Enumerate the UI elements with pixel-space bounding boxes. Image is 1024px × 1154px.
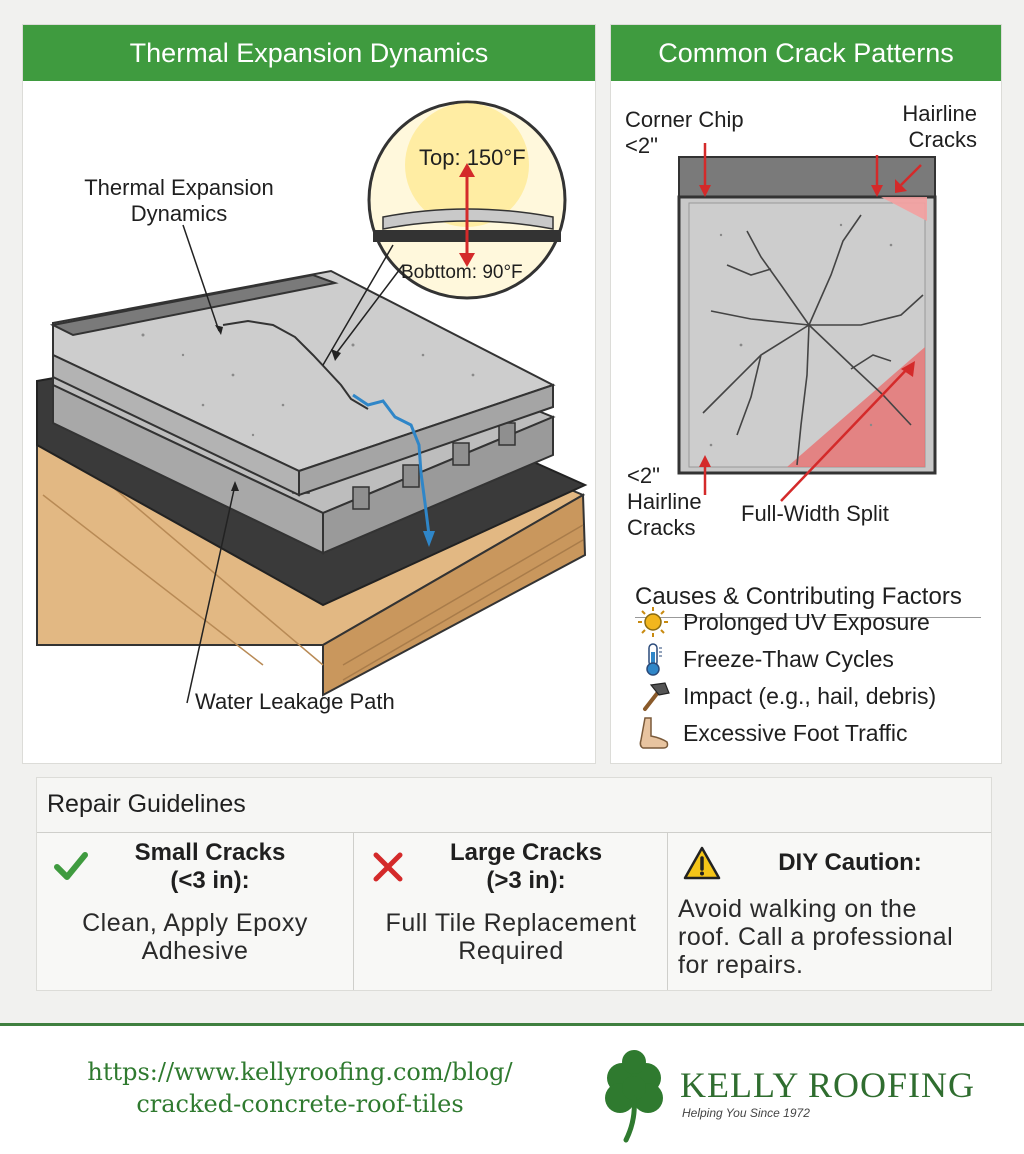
causes-divider [635,617,981,618]
thermal-panel: Thermal Expansion Dynamics [22,24,596,764]
hairline-cracks-top-label: Hairline Cracks [902,101,977,152]
corner-chip-label: Corner Chip <2" [625,107,744,158]
repair-small-cracks: Small Cracks (<3 in): Clean, Apply Epoxy… [37,833,353,990]
repair-columns: Small Cracks (<3 in): Clean, Apply Epoxy… [37,832,991,990]
hairline-cracks-bottom-label: <2" Hairline Cracks [627,463,702,540]
full-width-split-highlight [787,347,925,467]
warning-icon [683,846,721,880]
crack-patterns-panel: Common Crack Patterns [610,24,1002,764]
thermometer-icon [635,642,671,676]
cause-freeze-thaw: Freeze-Thaw Cycles [635,642,894,676]
sun-icon [635,605,671,639]
inset-top-temperature: Top: 150°F [419,145,526,170]
cause-foot-traffic: Excessive Foot Traffic [635,716,908,750]
roof-tile-illustration [36,100,588,704]
causes-title: Causes & Contributing Factors [635,583,962,610]
shamrock-logo-icon [605,1050,663,1143]
brand-tagline: Helping You Since 1972 [682,1106,810,1120]
water-leakage-label: Water Leakage Path [195,689,395,714]
hammer-icon [635,679,671,713]
source-url[interactable]: https://www.kellyroofing.com/blog/ crack… [87,1058,513,1118]
hairline-corner-highlight [881,197,927,221]
inset-bottom-temperature: Bobttom: 90°F [401,262,523,283]
tile-crack [222,319,369,410]
repair-guidelines: Repair Guidelines Small Cracks (<3 in): … [36,777,992,991]
repair-guidelines-title: Repair Guidelines [47,790,246,818]
footer: https://www.kellyroofing.com/blog/ crack… [0,1026,1024,1154]
x-icon [373,852,403,882]
cause-uv: Prolonged UV Exposure [635,605,930,639]
footer-divider [0,1023,1024,1026]
crack-patterns-header: Common Crack Patterns [611,25,1001,81]
check-icon [54,852,88,880]
water-leak-path [352,393,431,536]
thermal-expansion-label: Thermal Expansion Dynamics [84,175,274,226]
thermal-panel-header: Thermal Expansion Dynamics [23,25,595,81]
repair-diy-caution: DIY Caution: Avoid walking on the roof. … [667,833,992,990]
brand-name: KELLY ROOFING [680,1065,976,1105]
full-width-split-label: Full-Width Split [741,501,889,526]
repair-large-cracks: Large Cracks (>3 in): Full Tile Replacem… [353,833,668,990]
cracked-tile-illustration [677,143,937,502]
foot-icon [635,716,671,750]
cause-impact: Impact (e.g., hail, debris) [635,679,936,713]
